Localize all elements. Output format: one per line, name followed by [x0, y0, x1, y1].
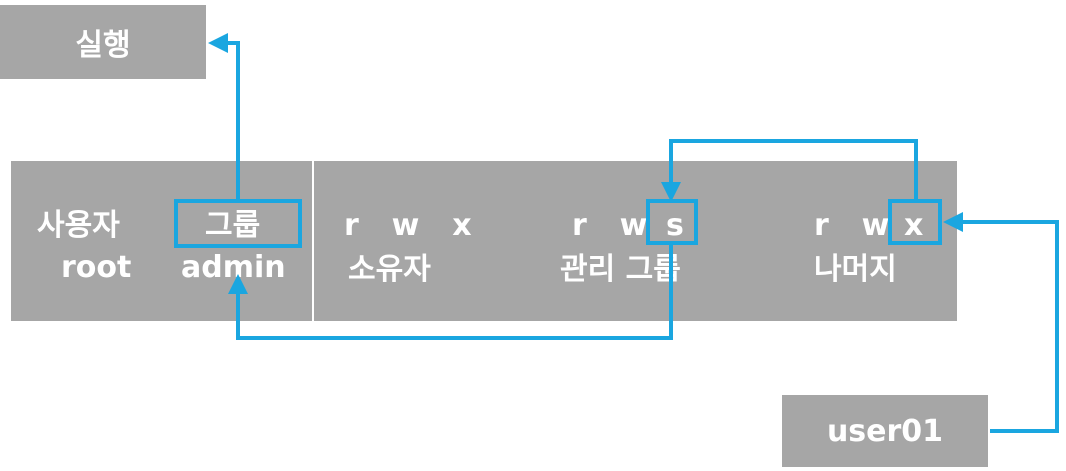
arrow-setgid-to-group	[228, 245, 673, 340]
owner-bits: r w x	[344, 208, 472, 243]
other-special-bit: x	[904, 208, 924, 243]
group-special-bit: s	[666, 208, 684, 243]
other-label: 나머지	[814, 252, 897, 287]
group-highlight-box	[174, 199, 302, 248]
setgid-highlight-box	[646, 199, 698, 245]
execute-box: 실행	[0, 5, 206, 79]
owner-label: 소유자	[348, 252, 431, 287]
arrow-group-to-execute	[208, 33, 240, 199]
other-bits-rw: r w	[814, 208, 890, 243]
user-heading: 사용자	[37, 208, 120, 243]
group-heading: 그룹	[205, 208, 261, 243]
user01-label: user01	[826, 413, 944, 449]
group-label: 관리 그룹	[560, 252, 681, 287]
permissions-panel: r w x 소유자 r w s 관리 그룹 r w x 나머지	[314, 161, 957, 321]
arrow-user01-to-other	[943, 212, 1059, 433]
user-value: root	[61, 250, 132, 285]
user01-box: user01	[782, 395, 988, 467]
owner-group-panel: 사용자 그룹 root admin	[11, 161, 312, 321]
arrow-other-to-setgid	[661, 139, 918, 202]
group-bits-rw: r w	[572, 208, 648, 243]
other-x-highlight-box	[888, 199, 942, 245]
execute-label: 실행	[75, 28, 131, 63]
